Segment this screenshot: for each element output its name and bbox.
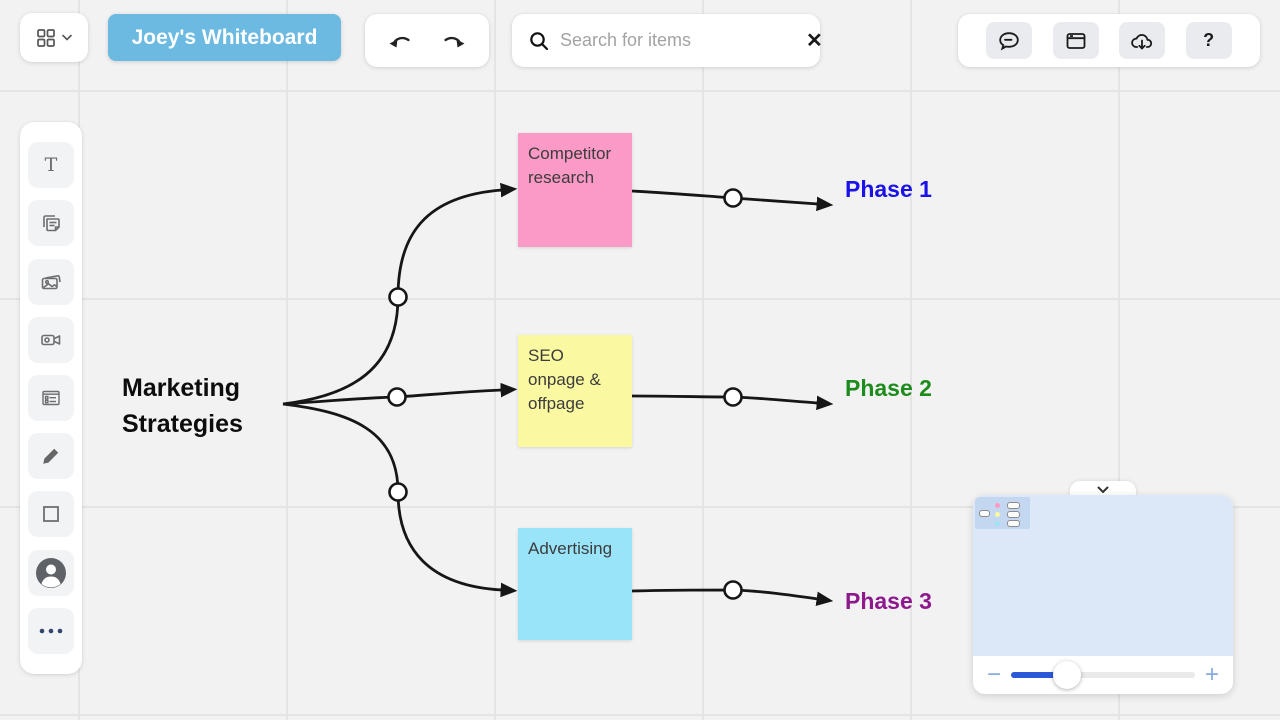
connector-handle — [723, 580, 743, 600]
sticky-note-text: SEO onpage & offpage — [528, 346, 601, 414]
notes-tool-button[interactable] — [28, 200, 74, 247]
connector-handle — [723, 188, 743, 208]
connector-handle — [723, 387, 743, 407]
minimap-viewport-area[interactable] — [973, 495, 1233, 656]
video-camera-icon — [39, 328, 63, 352]
connector-note2-to-phase2 — [631, 394, 834, 411]
template-icon — [39, 386, 63, 410]
connector-handle — [387, 387, 407, 407]
search-icon — [528, 30, 550, 52]
video-tool-button[interactable] — [28, 316, 74, 363]
grid-menu-icon — [36, 28, 56, 48]
avatar-icon — [34, 556, 68, 590]
connector-root-to-note2 — [282, 382, 518, 406]
phase-1-label[interactable]: Phase 1 — [845, 176, 932, 202]
help-button[interactable]: ? — [1185, 22, 1232, 59]
sticky-notes-icon — [39, 211, 63, 235]
comment-bubble-icon — [997, 29, 1021, 53]
close-icon: ✕ — [806, 29, 823, 52]
history-toolbar — [365, 14, 489, 67]
phase-3-label[interactable]: Phase 3 — [845, 588, 932, 614]
app-menu-button[interactable] — [20, 13, 88, 62]
minimap-panel: − + — [973, 495, 1233, 694]
frames-button[interactable] — [1052, 22, 1099, 59]
zoom-slider-thumb[interactable] — [1053, 661, 1082, 689]
window-icon — [1064, 29, 1088, 53]
search-clear-button[interactable]: ✕ — [802, 27, 827, 55]
minimap-note-blue — [995, 521, 1000, 526]
phase-2-label[interactable]: Phase 2 — [845, 375, 932, 401]
connector-handle — [388, 482, 408, 502]
sticky-note-text: Advertising — [528, 539, 613, 558]
minimap-collapse-tab[interactable] — [1070, 481, 1136, 498]
sticky-note-advertising[interactable]: Advertising — [518, 528, 632, 640]
pencil-icon — [39, 444, 63, 468]
connector-note1-to-phase1 — [631, 189, 834, 212]
root-node-label[interactable]: Marketing Strategies — [122, 374, 243, 438]
minimap-note-pink — [995, 503, 1000, 508]
minimap-visible-region[interactable] — [975, 497, 1030, 529]
connector-root-to-note1 — [282, 182, 518, 406]
top-right-toolbar: ? — [958, 14, 1260, 67]
chevron-down-icon — [1097, 486, 1109, 494]
svg-text:T: T — [45, 154, 58, 176]
redo-button[interactable] — [436, 26, 470, 56]
sticky-note-text: Competitor research — [528, 144, 612, 188]
minimap-phase-node — [1007, 511, 1020, 518]
search-bar[interactable]: ✕ — [512, 14, 823, 67]
search-input[interactable] — [560, 30, 792, 51]
sticky-note-competitor-research[interactable]: Competitor research — [518, 133, 632, 247]
template-tool-button[interactable] — [28, 374, 74, 421]
zoom-out-button[interactable]: − — [987, 661, 1002, 688]
connector-handle — [388, 287, 408, 307]
sticky-note-seo[interactable]: SEO onpage & offpage — [518, 335, 632, 447]
text-tool-icon: T — [39, 153, 63, 177]
text-tool-button[interactable]: T — [28, 142, 74, 189]
shapes-tool-button[interactable] — [28, 491, 74, 538]
zoom-slider-fill — [1011, 672, 1062, 678]
zoom-controls: − + — [973, 656, 1233, 694]
question-mark-icon: ? — [1203, 30, 1215, 50]
minimap-phase-node — [1007, 520, 1020, 527]
ellipsis-icon — [38, 626, 64, 636]
account-button[interactable] — [28, 549, 74, 596]
minimap-note-yellow — [995, 512, 1000, 517]
comments-button[interactable] — [986, 22, 1033, 59]
undo-button[interactable] — [384, 26, 418, 56]
redo-icon — [440, 30, 466, 52]
zoom-in-button[interactable]: + — [1204, 661, 1219, 688]
connector-note3-to-phase3 — [631, 588, 834, 607]
minimap-root-node — [979, 510, 990, 517]
connector-root-to-note3 — [282, 402, 518, 598]
cloud-download-icon — [1129, 29, 1155, 53]
zoom-slider[interactable] — [1011, 661, 1195, 689]
undo-icon — [388, 30, 414, 52]
board-title-button[interactable]: Joey's Whiteboard — [108, 14, 341, 61]
more-tools-button[interactable] — [28, 607, 74, 654]
tools-sidebar: T — [20, 122, 82, 674]
chevron-down-icon — [62, 34, 72, 41]
minimap-phase-node — [1007, 502, 1020, 509]
media-tool-button[interactable] — [28, 258, 74, 305]
image-icon — [39, 270, 63, 294]
square-icon — [39, 502, 63, 526]
export-button[interactable] — [1119, 22, 1166, 59]
draw-tool-button[interactable] — [28, 433, 74, 480]
